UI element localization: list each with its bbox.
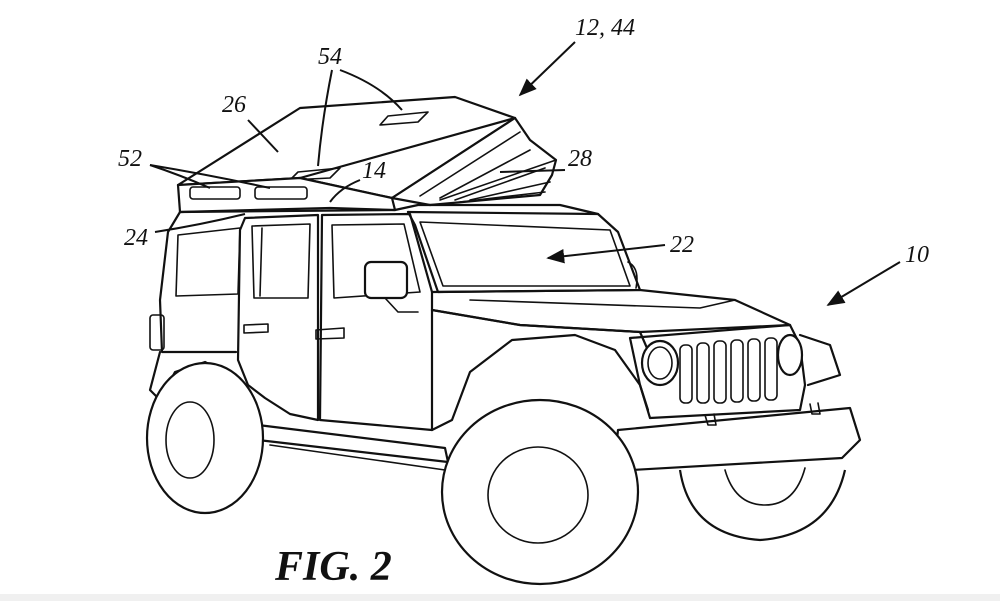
light-1 [189, 186, 241, 200]
tent-fabric [390, 116, 558, 207]
grille [628, 323, 807, 420]
leader-lines [149, 41, 901, 306]
ref-28: 28 [568, 146, 592, 172]
ref-54: 54 [318, 44, 342, 70]
ref-52: 52 [118, 146, 142, 172]
front-door [318, 212, 434, 432]
rear-door-handle [243, 323, 269, 334]
wheels [145, 361, 847, 586]
ref-14: 14 [362, 158, 386, 184]
ref-12-44: 12, 44 [575, 15, 635, 41]
side-mirror [363, 260, 409, 300]
lid-vent-1 [379, 111, 429, 126]
hood [430, 288, 792, 334]
ref-26: 26 [222, 92, 246, 118]
tail-light [149, 314, 165, 351]
light-2 [254, 186, 308, 200]
roof-tent [176, 95, 558, 214]
rear-wheel [145, 361, 265, 515]
ref-22: 22 [670, 232, 694, 258]
headlight-right [776, 333, 804, 377]
front-fender [430, 333, 650, 432]
front-wheel [440, 398, 640, 586]
figure-caption: FIG. 2 [274, 544, 392, 590]
bottom-bar [0, 594, 1000, 601]
rear-door [236, 213, 320, 422]
front-door-handle [315, 327, 345, 340]
vehicle-body [148, 203, 862, 472]
reference-numerals: 12, 44 54 26 28 52 14 24 22 10 [118, 15, 929, 268]
rear-window [175, 227, 241, 297]
ref-10: 10 [905, 242, 929, 268]
ref-24: 24 [124, 225, 148, 251]
